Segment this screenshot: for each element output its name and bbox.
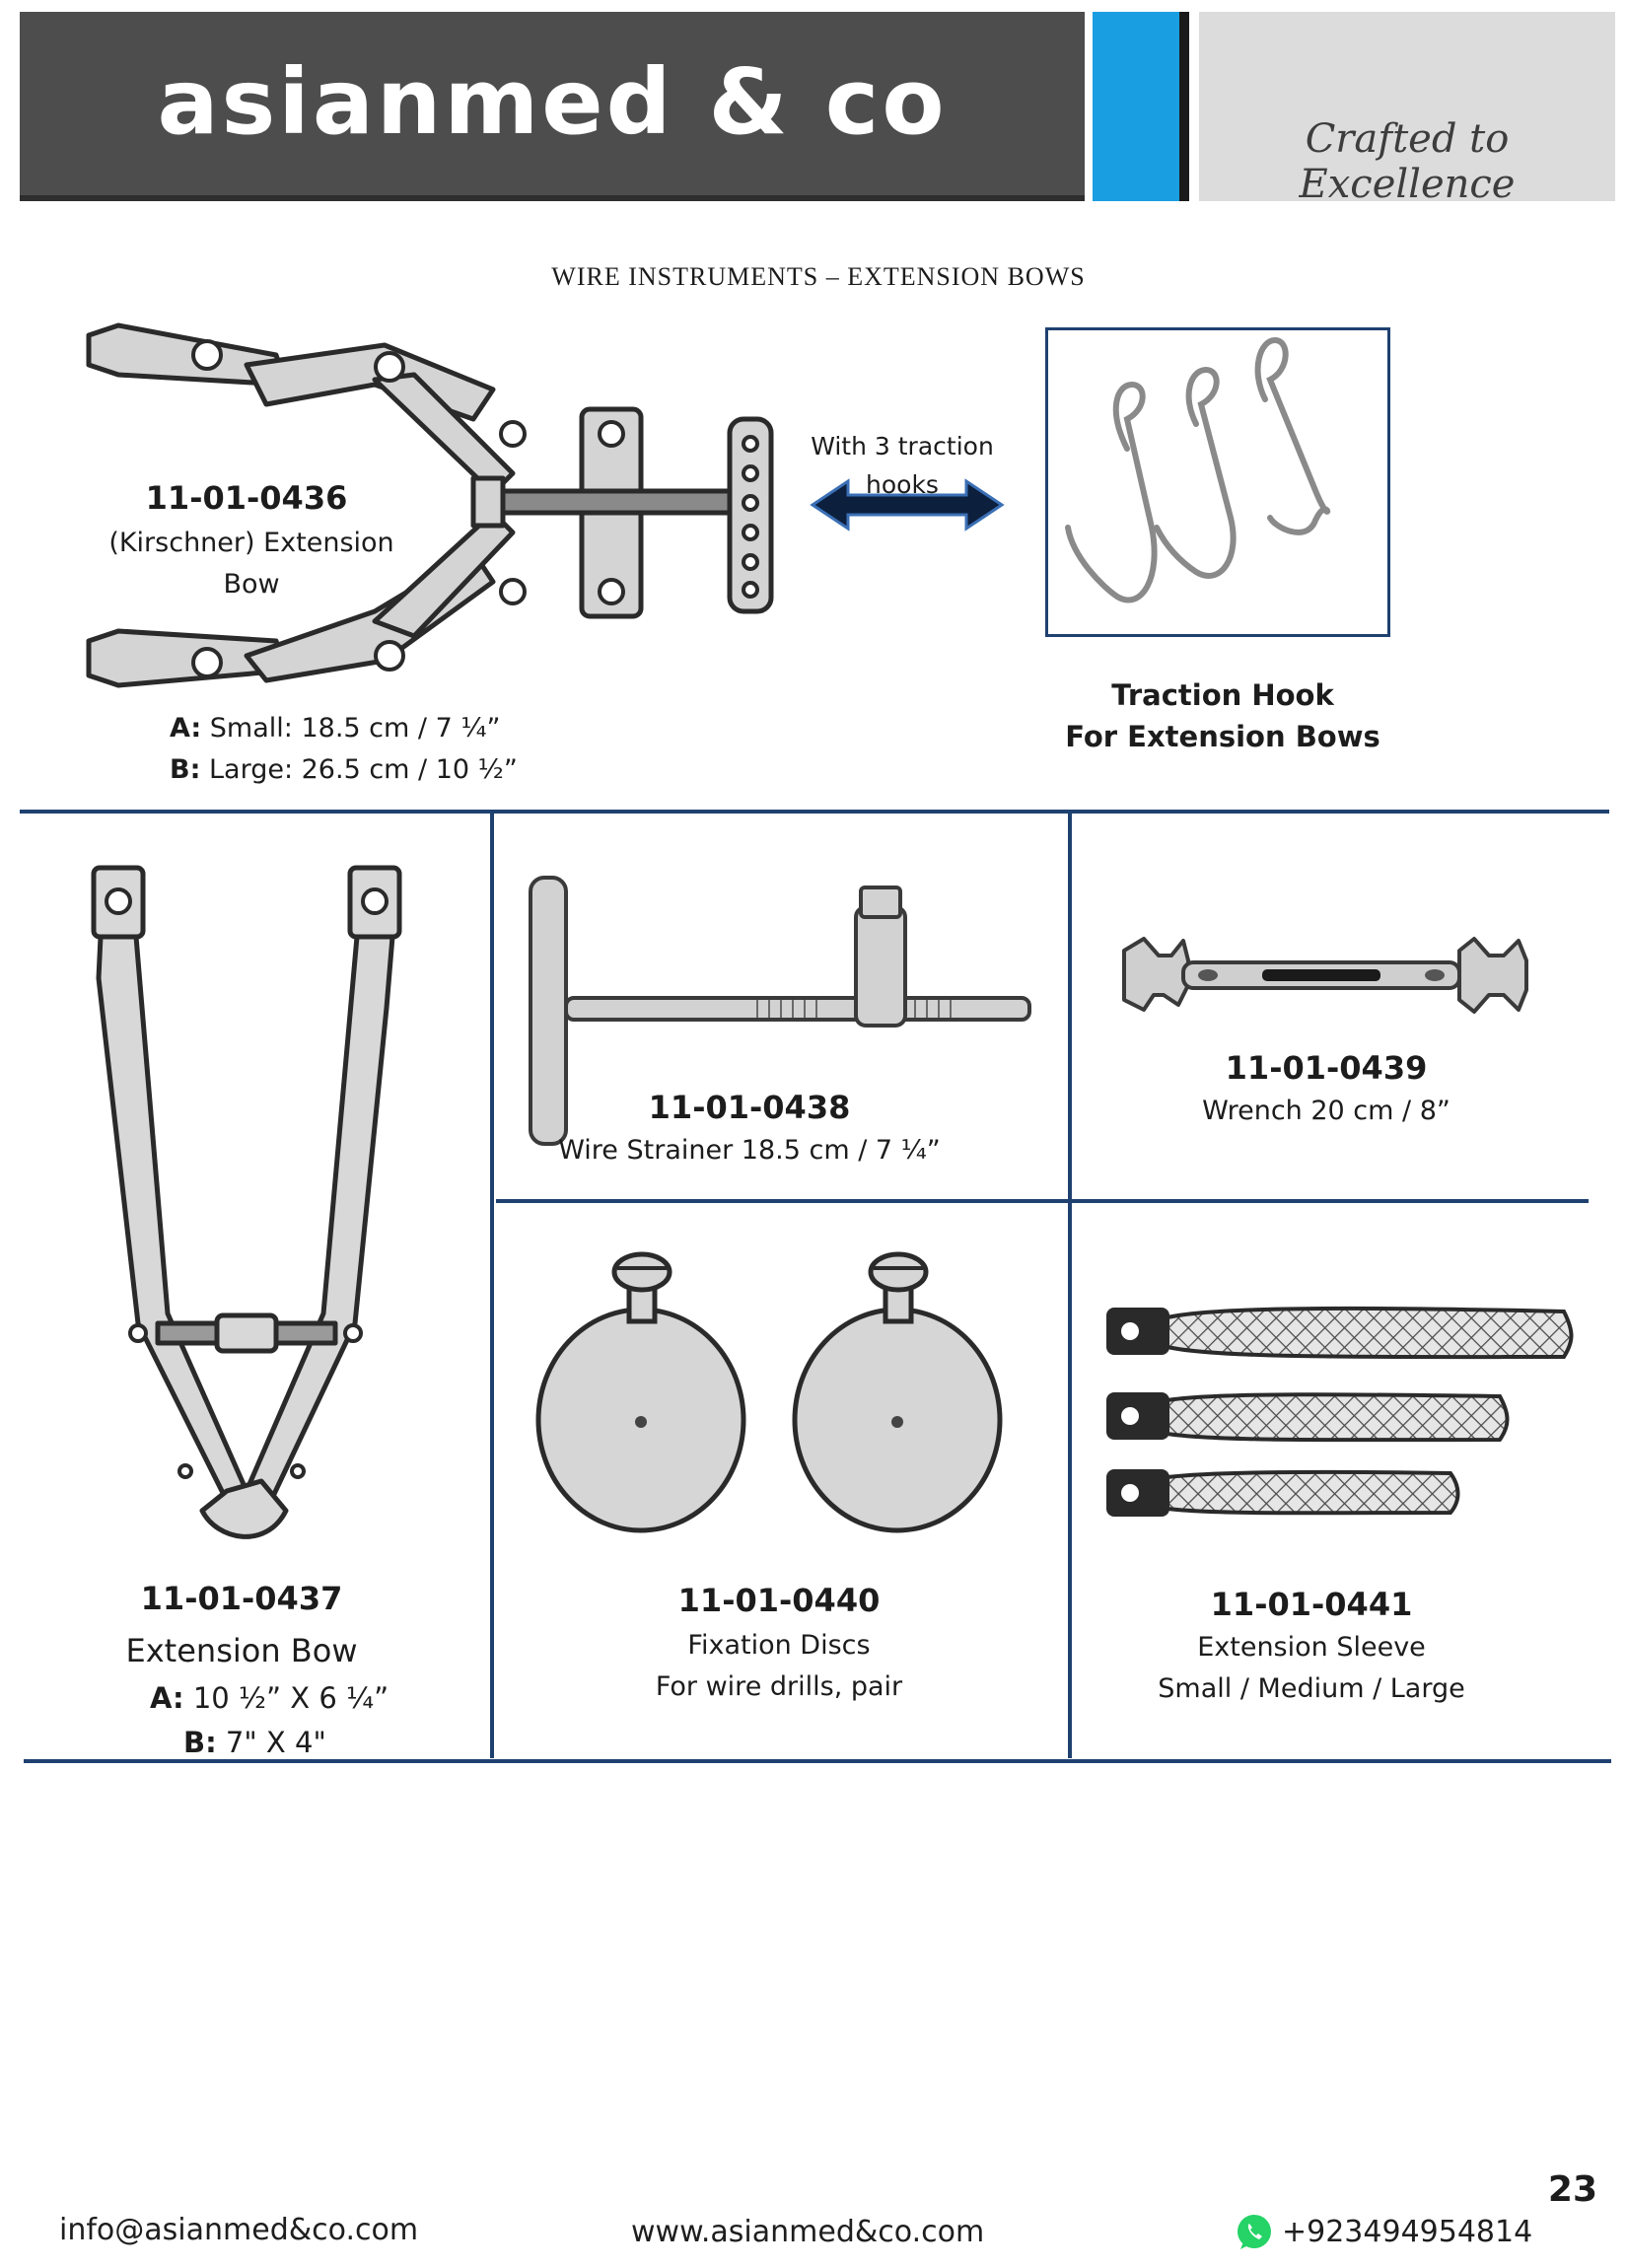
product-code-0440: 11-01-0440 (677, 1582, 881, 1619)
product-name-0436: (Kirschner) Extension Bow (108, 528, 394, 600)
size-key: A: (170, 713, 202, 744)
header-divider (1085, 12, 1093, 201)
extension-bow-image (91, 865, 402, 1539)
product-sizes-0436: A: Small: 18.5 cm / 7 ¼” B: Large: 26.5 … (170, 708, 564, 791)
grid-rule-bottom (24, 1759, 1611, 1763)
extension-sleeve-line2: Small / Medium / Large (1158, 1672, 1465, 1704)
size-key: B: (170, 753, 201, 785)
product-desc-0440: Fixation Discs For wire drills, pair (592, 1625, 966, 1708)
header-shadow (20, 195, 1085, 201)
wrench-image (1122, 937, 1528, 1014)
product-sizes-0437: A: 10 ½” X 6 ¼” B: 7" X 4" (150, 1676, 446, 1765)
size-value: Small: 18.5 cm / 7 ¼” (209, 713, 501, 744)
grid-rule-top (20, 810, 1609, 814)
grid-rule-middle (496, 1199, 1589, 1203)
product-code-0436: 11-01-0436 (145, 479, 348, 517)
size-value: Large: 26.5 cm / 10 ½” (208, 753, 518, 785)
header-banner (20, 12, 1085, 199)
fixation-discs-line1: Fixation Discs (687, 1630, 871, 1661)
wire-strainer-image (529, 876, 1031, 1146)
size-value: 10 ½” X 6 ¼” (192, 1681, 389, 1715)
size-key: A: (150, 1681, 184, 1715)
traction-hook-line2: For Extension Bows (1065, 720, 1380, 754)
brand-tagline: Crafted to Excellence (1299, 116, 1516, 207)
product-name-0439: Wrench 20 cm / 8” (1202, 1096, 1450, 1126)
product-code-0438: 11-01-0438 (648, 1089, 851, 1126)
traction-hook-image-frame (1045, 327, 1390, 637)
product-name-0437: Extension Bow (125, 1632, 358, 1669)
header-tagline-panel (1199, 12, 1615, 201)
header-accent-stripe (1093, 12, 1179, 201)
fixation-discs-image (535, 1251, 1003, 1533)
grid-rule-vertical-2 (1068, 812, 1072, 1758)
header-dark-stripe (1179, 12, 1189, 201)
product-code-0437: 11-01-0437 (140, 1580, 343, 1617)
double-arrow-icon (810, 478, 1005, 532)
product-name-0438: Wire Strainer 18.5 cm / 7 ¼” (558, 1135, 941, 1166)
fixation-discs-line2: For wire drills, pair (655, 1670, 903, 1702)
product-code-0439: 11-01-0439 (1225, 1049, 1428, 1087)
traction-hook-title: Traction Hook For Extension Bows (1045, 674, 1400, 757)
grid-rule-vertical-1 (490, 812, 494, 1758)
section-title: WIRE INSTRUMENTS – EXTENSION BOWS (551, 262, 1086, 291)
footer-website[interactable]: www.asianmed&co.com (631, 2215, 985, 2249)
page-number: 23 (1547, 2169, 1597, 2210)
footer-phone[interactable]: +923494954814 (1282, 2215, 1533, 2249)
traction-hook-line1: Traction Hook (1111, 678, 1334, 712)
size-value: 7" X 4" (225, 1725, 326, 1759)
footer-email[interactable]: info@asianmed&co.com (59, 2213, 419, 2247)
extension-sleeve-line1: Extension Sleeve (1197, 1632, 1426, 1663)
extension-sleeve-image (1106, 1306, 1574, 1517)
traction-hook-image (1065, 336, 1331, 603)
product-desc-0441: Extension Sleeve Small / Medium / Large (1134, 1627, 1489, 1710)
size-key: B: (183, 1725, 217, 1759)
whatsapp-icon (1238, 2215, 1271, 2249)
product-code-0441: 11-01-0441 (1210, 1586, 1413, 1623)
kirschner-extension-bow-image (86, 322, 774, 688)
brand-logo: asianmed & co (157, 49, 948, 155)
